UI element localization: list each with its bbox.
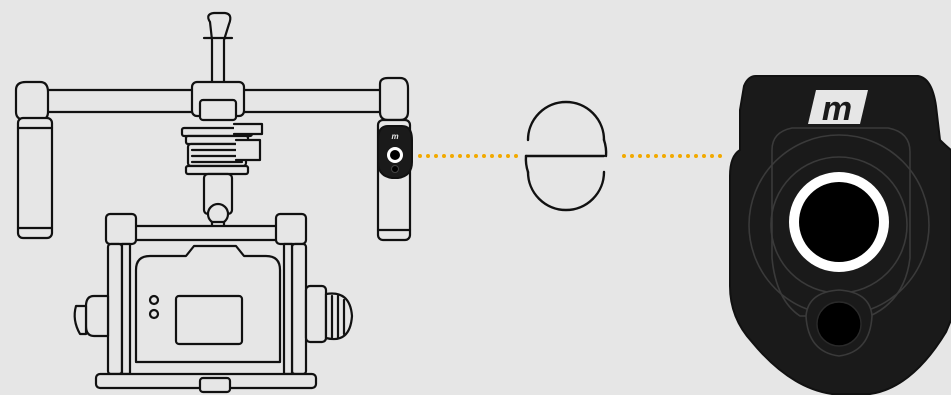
mimic-controller-icon: m [729, 75, 951, 395]
left-grip [16, 116, 54, 240]
secondary-button [805, 289, 873, 357]
connection-dotted-line-right [622, 154, 722, 158]
camera-screen [174, 294, 244, 346]
mounted-logo-icon: m [391, 132, 398, 141]
mounted-mimic-controller: m [377, 125, 413, 179]
main-button [799, 182, 879, 262]
connection-dotted-line-left [418, 154, 518, 158]
wireless-link-icon [524, 100, 608, 212]
top-handle [207, 11, 232, 94]
logo-text: m [822, 90, 852, 128]
m-logo-icon: m [808, 90, 868, 128]
gimbal-stabilizer-icon [14, 11, 412, 394]
